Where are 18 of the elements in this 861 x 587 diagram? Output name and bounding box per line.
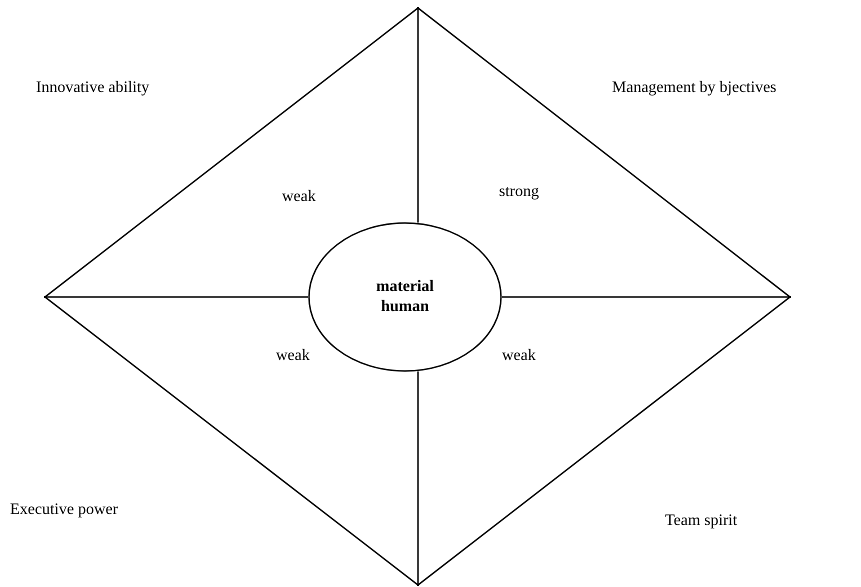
connector-line	[44, 7, 418, 298]
center-label: material human	[375, 277, 435, 317]
connector-line	[417, 371, 419, 585]
connector-line	[44, 296, 418, 586]
connector-line	[502, 296, 790, 298]
quadrant-label: weak	[502, 347, 536, 365]
connector-line	[417, 8, 419, 223]
corner-label: Innovative ability	[36, 79, 150, 97]
corner-label: Executive power	[10, 501, 118, 519]
connector-line	[418, 7, 790, 298]
connector-line	[418, 296, 790, 586]
quadrant-label: weak	[276, 347, 310, 365]
center-ellipse	[308, 222, 502, 372]
corner-label: Team spirit	[665, 512, 738, 530]
connector-line	[45, 296, 308, 298]
quadrant-label: strong	[499, 183, 539, 201]
corner-label: Management by bjectives	[612, 79, 776, 97]
quadrant-label: weak	[282, 188, 316, 206]
